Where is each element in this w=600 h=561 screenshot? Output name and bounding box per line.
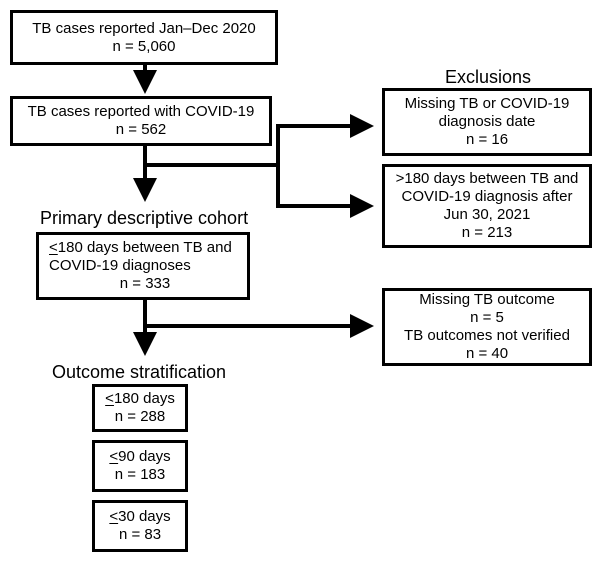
less-equal-symbol: < [105, 390, 114, 407]
box-strat-90-label-rest: 90 days [118, 448, 171, 465]
box-excl-missing-date-count: n = 16 [465, 131, 509, 148]
box-excl-outcome-count1: n = 5 [470, 309, 504, 326]
box-excl-outcome-line3: TB outcomes not verified [404, 327, 570, 344]
box-tb-cases-2020-count: n = 5,060 [112, 37, 176, 55]
box-primary-cohort-line1: <180 days between TB and [49, 239, 232, 257]
box-excl-180-days-line3: Jun 30, 2021 [443, 206, 531, 223]
less-equal-symbol: < [109, 508, 119, 525]
box-strat-30-label: <30 days [109, 508, 170, 526]
box-excl-missing-date-line1: Missing TB or COVID-19 [404, 95, 570, 112]
box-strat-30-label-rest: 30 days [118, 508, 171, 525]
box-tb-cases-2020: TB cases reported Jan–Dec 2020 n = 5,060 [10, 10, 278, 65]
box-tb-covid-count: n = 562 [115, 121, 167, 138]
less-equal-symbol: < [49, 239, 58, 256]
box-excl-180-days-count: n = 213 [461, 224, 513, 241]
box-excl-missing-date: Missing TB or COVID-19 diagnosis date n … [382, 88, 592, 156]
box-strat-90: <90 days n = 183 [92, 440, 188, 492]
box-strat-180: <180 days n = 288 [92, 384, 188, 432]
box-excl-outcome-count2: n = 40 [465, 345, 509, 362]
box-excl-missing-date-line2: diagnosis date [438, 113, 536, 130]
heading-primary-cohort: Primary descriptive cohort [40, 208, 249, 228]
box-excl-180-days: >180 days between TB and COVID-19 diagno… [382, 164, 592, 248]
box-strat-30: <30 days n = 83 [92, 500, 188, 552]
box-primary-cohort-count: n = 333 [119, 275, 171, 292]
box-tb-covid: TB cases reported with COVID-19 n = 562 [10, 96, 272, 146]
box-excl-outcome: Missing TB outcome n = 5 TB outcomes not… [382, 288, 592, 366]
heading-outcome-stratification: Outcome stratification [52, 362, 227, 382]
less-equal-symbol: < [109, 448, 119, 465]
box-primary-cohort-line1-rest: 180 days between TB and [57, 239, 232, 256]
box-strat-180-count: n = 288 [114, 408, 166, 425]
box-strat-180-label-rest: 180 days [113, 390, 175, 407]
box-excl-180-days-line2: COVID-19 diagnosis after [401, 188, 573, 205]
box-strat-30-count: n = 83 [118, 526, 162, 543]
box-strat-180-label: <180 days [105, 390, 175, 408]
box-primary-cohort-line2: COVID-19 diagnoses [49, 257, 191, 274]
box-excl-180-days-line1: >180 days between TB and [395, 170, 579, 187]
heading-exclusions: Exclusions [445, 67, 532, 87]
box-tb-covid-label: TB cases reported with COVID-19 [27, 103, 255, 120]
box-strat-90-count: n = 183 [114, 466, 166, 483]
box-tb-cases-2020-label: TB cases reported Jan–Dec 2020 [32, 19, 256, 37]
box-primary-cohort: <180 days between TB and COVID-19 diagno… [36, 232, 250, 300]
box-strat-90-label: <90 days [109, 448, 170, 466]
box-excl-outcome-line1: Missing TB outcome [419, 291, 555, 308]
